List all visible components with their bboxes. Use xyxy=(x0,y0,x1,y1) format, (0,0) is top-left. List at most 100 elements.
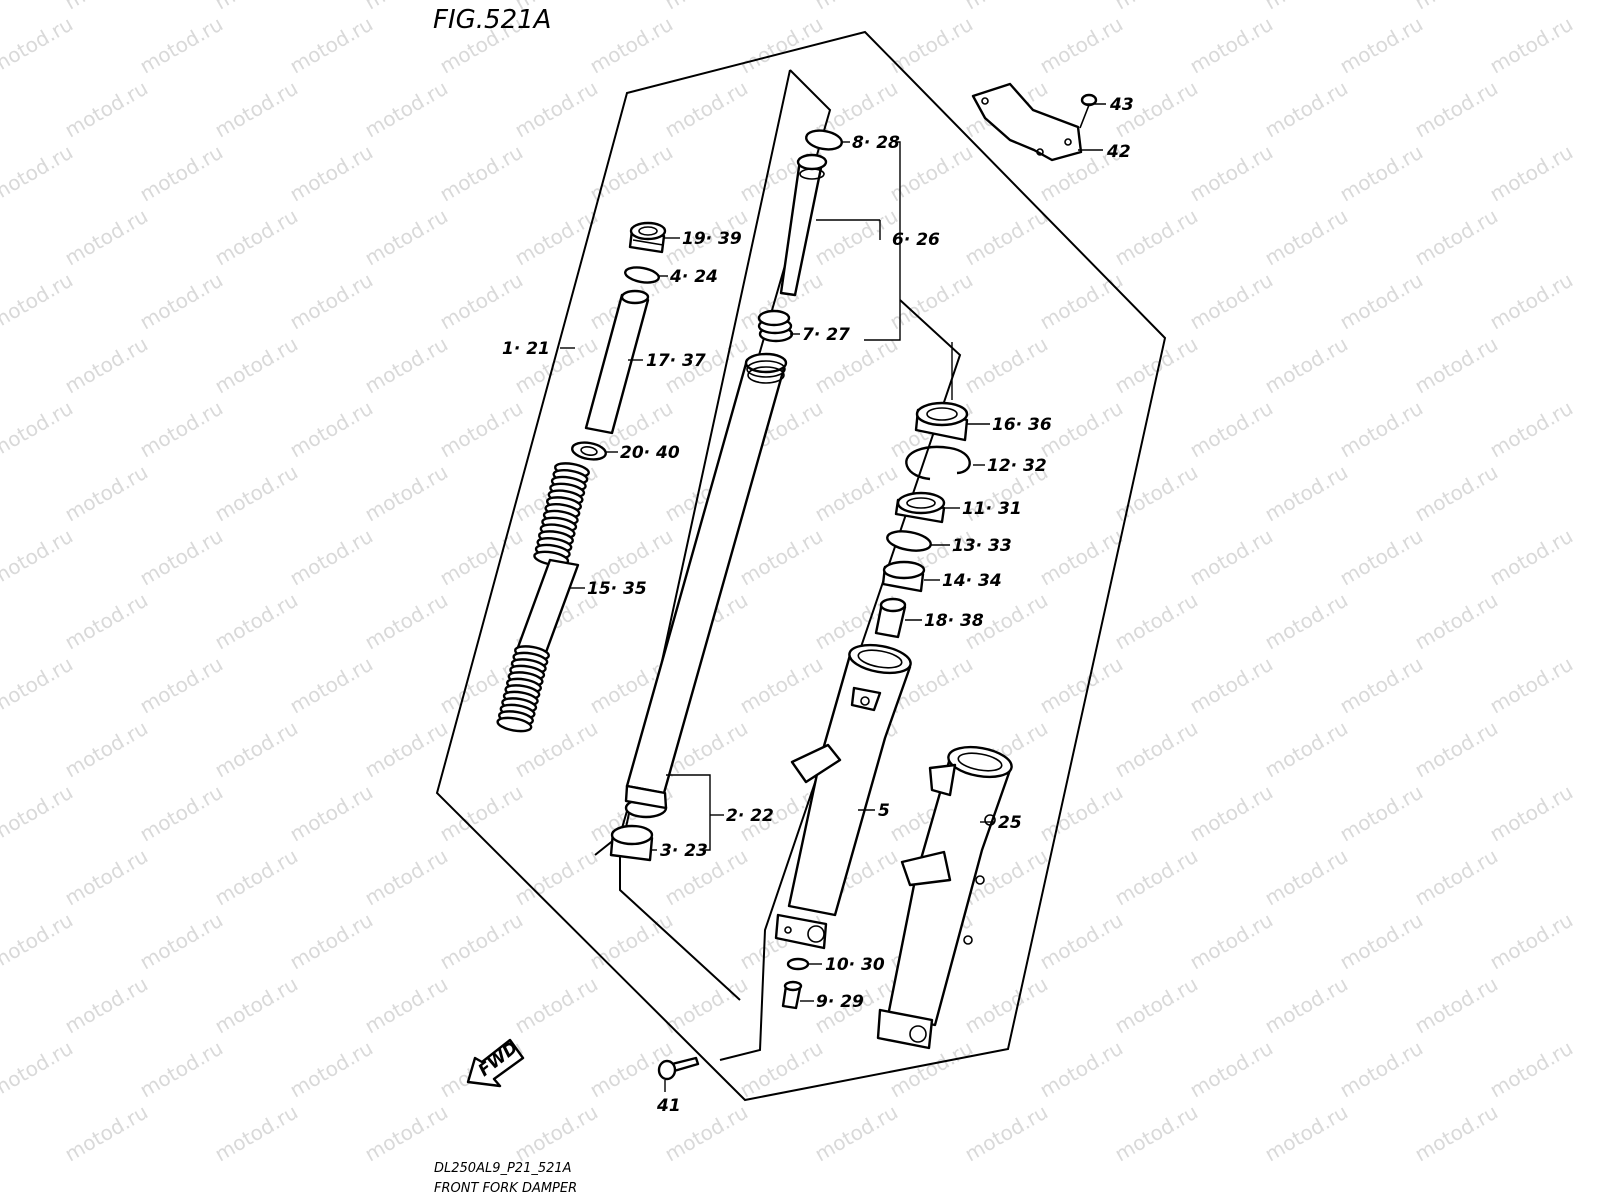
watermark-text: motod.ru xyxy=(361,1100,452,1167)
figure-code: DL250AL9_P21_521A xyxy=(434,1161,572,1176)
watermark-text: motod.ru xyxy=(61,0,152,14)
damper-rod-part-6-26 xyxy=(779,153,828,297)
watermark-text: motod.ru xyxy=(1261,1100,1352,1167)
watermark-text: motod.ru xyxy=(211,204,302,271)
watermark-text: motod.ru xyxy=(961,0,1052,14)
watermark-text: motod.ru xyxy=(1486,140,1577,207)
ring-part-8-28 xyxy=(805,129,843,151)
watermark-text: motod.ru xyxy=(511,972,602,1039)
watermark-text: motod.ru xyxy=(586,908,677,975)
watermark-text: motod.ru xyxy=(1261,716,1352,783)
watermark-text: motod.ru xyxy=(1411,716,1502,783)
watermark-text: motod.ru xyxy=(0,396,77,463)
assembly-frame xyxy=(435,30,1167,1102)
watermark-text: motod.ru xyxy=(1111,844,1202,911)
watermark-text: motod.ru xyxy=(1111,460,1202,527)
watermark-text: motod.ru xyxy=(61,76,152,143)
watermark-text: motod.ru xyxy=(361,332,452,399)
washer-part-13-33 xyxy=(886,530,932,552)
cap-bolt-part-19-39 xyxy=(628,221,667,254)
watermark-text: motod.ru xyxy=(0,268,77,335)
callout-1-21: 1· 21 xyxy=(502,339,550,359)
watermark-text: motod.ru xyxy=(286,1036,377,1103)
leader-lines xyxy=(560,103,1106,1092)
watermark-text: motod.ru xyxy=(1111,332,1202,399)
watermark-text: motod.ru xyxy=(1261,76,1352,143)
watermark-text: motod.ru xyxy=(211,460,302,527)
watermark-text: motod.ru xyxy=(211,76,302,143)
washer-part-10-30 xyxy=(786,957,810,971)
watermark-text: motod.ru xyxy=(1111,588,1202,655)
watermark-text: motod.ru xyxy=(211,716,302,783)
callout-20-40: 20· 40 xyxy=(620,443,680,463)
main-spring-part-15-35 xyxy=(496,462,590,733)
watermark-text: motod.ru xyxy=(61,332,152,399)
watermark-text: motod.ru xyxy=(1336,12,1427,79)
watermark-text: motod.ru xyxy=(136,12,227,79)
callout-9-29: 9· 29 xyxy=(816,992,864,1012)
callout-43: 43 xyxy=(1109,95,1134,115)
watermark-text: motod.ru xyxy=(61,716,152,783)
callout-42: 42 xyxy=(1106,142,1131,162)
watermark-text: motod.ru xyxy=(511,844,602,911)
fwd-arrow-icon: FWD xyxy=(466,1038,525,1088)
watermark-text: motod.ru xyxy=(436,524,527,591)
callout-15-35: 15· 35 xyxy=(587,579,647,599)
watermark-text: motod.ru xyxy=(1411,1100,1502,1167)
watermark-text: motod.ru xyxy=(136,780,227,847)
callout-7-27: 7· 27 xyxy=(802,325,850,345)
circlip-part-12-32 xyxy=(905,445,971,481)
watermark-text: motod.ru xyxy=(286,268,377,335)
watermark-text: motod.ru xyxy=(61,588,152,655)
watermark-text: motod.ru xyxy=(0,140,77,207)
watermark-text: motod.ru xyxy=(361,716,452,783)
outer-tube-part-25 xyxy=(876,745,1013,1050)
watermark-text: motod.ru xyxy=(286,140,377,207)
watermark-text: motod.ru xyxy=(286,396,377,463)
watermark-text: motod.ru xyxy=(661,0,752,14)
callout-16-36: 16· 36 xyxy=(992,415,1052,435)
watermark-text: motod.ru xyxy=(1336,1036,1427,1103)
watermark-text: motod.ru xyxy=(1486,1036,1577,1103)
watermark-text: motod.ru xyxy=(1111,972,1202,1039)
watermark-text: motod.ru xyxy=(736,524,827,591)
watermark-text: motod.ru xyxy=(211,332,302,399)
callout-14-34: 14· 34 xyxy=(942,571,1002,591)
callout-2-22: 2· 22 xyxy=(726,806,774,826)
spring-coil xyxy=(496,716,533,733)
damper-frame xyxy=(619,69,791,1001)
bushing-part-3-23 xyxy=(609,824,654,862)
watermark-text: motod.ru xyxy=(136,908,227,975)
watermark-text: motod.ru xyxy=(361,972,452,1039)
watermark-text: motod.ru xyxy=(1411,0,1502,14)
watermark-text: motod.ru xyxy=(1186,524,1277,591)
watermark-text: motod.ru xyxy=(1336,268,1427,335)
outer-tube-part-5 xyxy=(774,643,912,950)
watermark-text: motod.ru xyxy=(1111,1100,1202,1167)
washer-part-20-40 xyxy=(571,441,607,461)
callout-11-31: 11· 31 xyxy=(962,499,1022,519)
watermark-text: motod.ru xyxy=(361,844,452,911)
watermark-text: motod.ru xyxy=(211,844,302,911)
callout-8-28: 8· 28 xyxy=(852,133,900,153)
watermark-text: motod.ru xyxy=(886,268,977,335)
watermark-text: motod.ru xyxy=(1411,204,1502,271)
watermark-text: motod.ru xyxy=(511,76,602,143)
watermark-text: motod.ru xyxy=(1036,652,1127,719)
callout-10-30: 10· 30 xyxy=(825,955,885,975)
watermark-text: motod.ru xyxy=(1336,524,1427,591)
watermark-text: motod.ru xyxy=(886,1036,977,1103)
watermark-text: motod.ru xyxy=(961,1100,1052,1167)
watermark-text: motod.ru xyxy=(436,140,527,207)
watermark-text: motod.ru xyxy=(1111,0,1202,14)
watermark-text: motod.ru xyxy=(1186,140,1277,207)
watermark-text: motod.ru xyxy=(211,1100,302,1167)
watermark-text: motod.ru xyxy=(286,652,377,719)
watermark-text: motod.ru xyxy=(1411,332,1502,399)
watermark-text: motod.ru xyxy=(361,588,452,655)
bolt-part-43 xyxy=(1079,93,1098,129)
watermark-text: motod.ru xyxy=(811,1100,902,1167)
watermark-text: motod.ru xyxy=(1411,844,1502,911)
watermark-text: motod.ru xyxy=(1261,204,1352,271)
bolt-part-9-29 xyxy=(781,980,803,1010)
